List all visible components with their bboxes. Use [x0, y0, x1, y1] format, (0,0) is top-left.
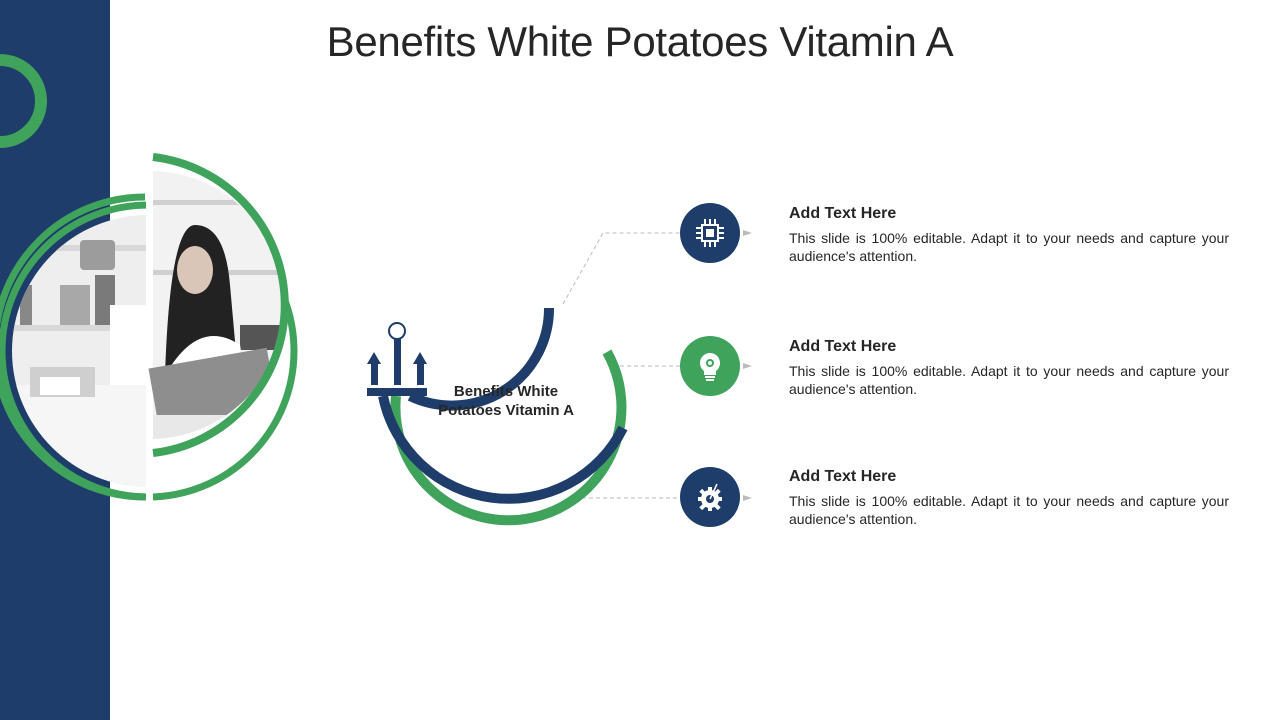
slide-title: Benefits White Potatoes Vitamin A	[326, 18, 954, 65]
item-3-description: This slide is 100% editable. Adapt it to…	[789, 493, 1229, 527]
central-diagram	[367, 230, 752, 526]
item-2-description: This slide is 100% editable. Adapt it to…	[789, 363, 1229, 397]
connector-lines	[562, 230, 752, 501]
item-2-title: Add Text Here	[789, 338, 897, 355]
item-1-title: Add Text Here	[789, 205, 897, 222]
achievement-figure-icon	[367, 322, 427, 396]
green-arc	[390, 349, 627, 526]
outer-navy-arc	[378, 395, 628, 504]
inner-navy-arc	[407, 307, 555, 411]
chip-icon	[680, 203, 740, 263]
settings-gear-icon	[680, 467, 740, 527]
item-1-description: This slide is 100% editable. Adapt it to…	[789, 230, 1229, 264]
decorative-ring	[0, 54, 47, 148]
item-3-title: Add Text Here	[789, 468, 897, 485]
lightbulb-gear-icon	[680, 336, 740, 396]
center-label: Benefits White Potatoes Vitamin A	[438, 383, 574, 419]
office-photo	[0, 153, 298, 515]
